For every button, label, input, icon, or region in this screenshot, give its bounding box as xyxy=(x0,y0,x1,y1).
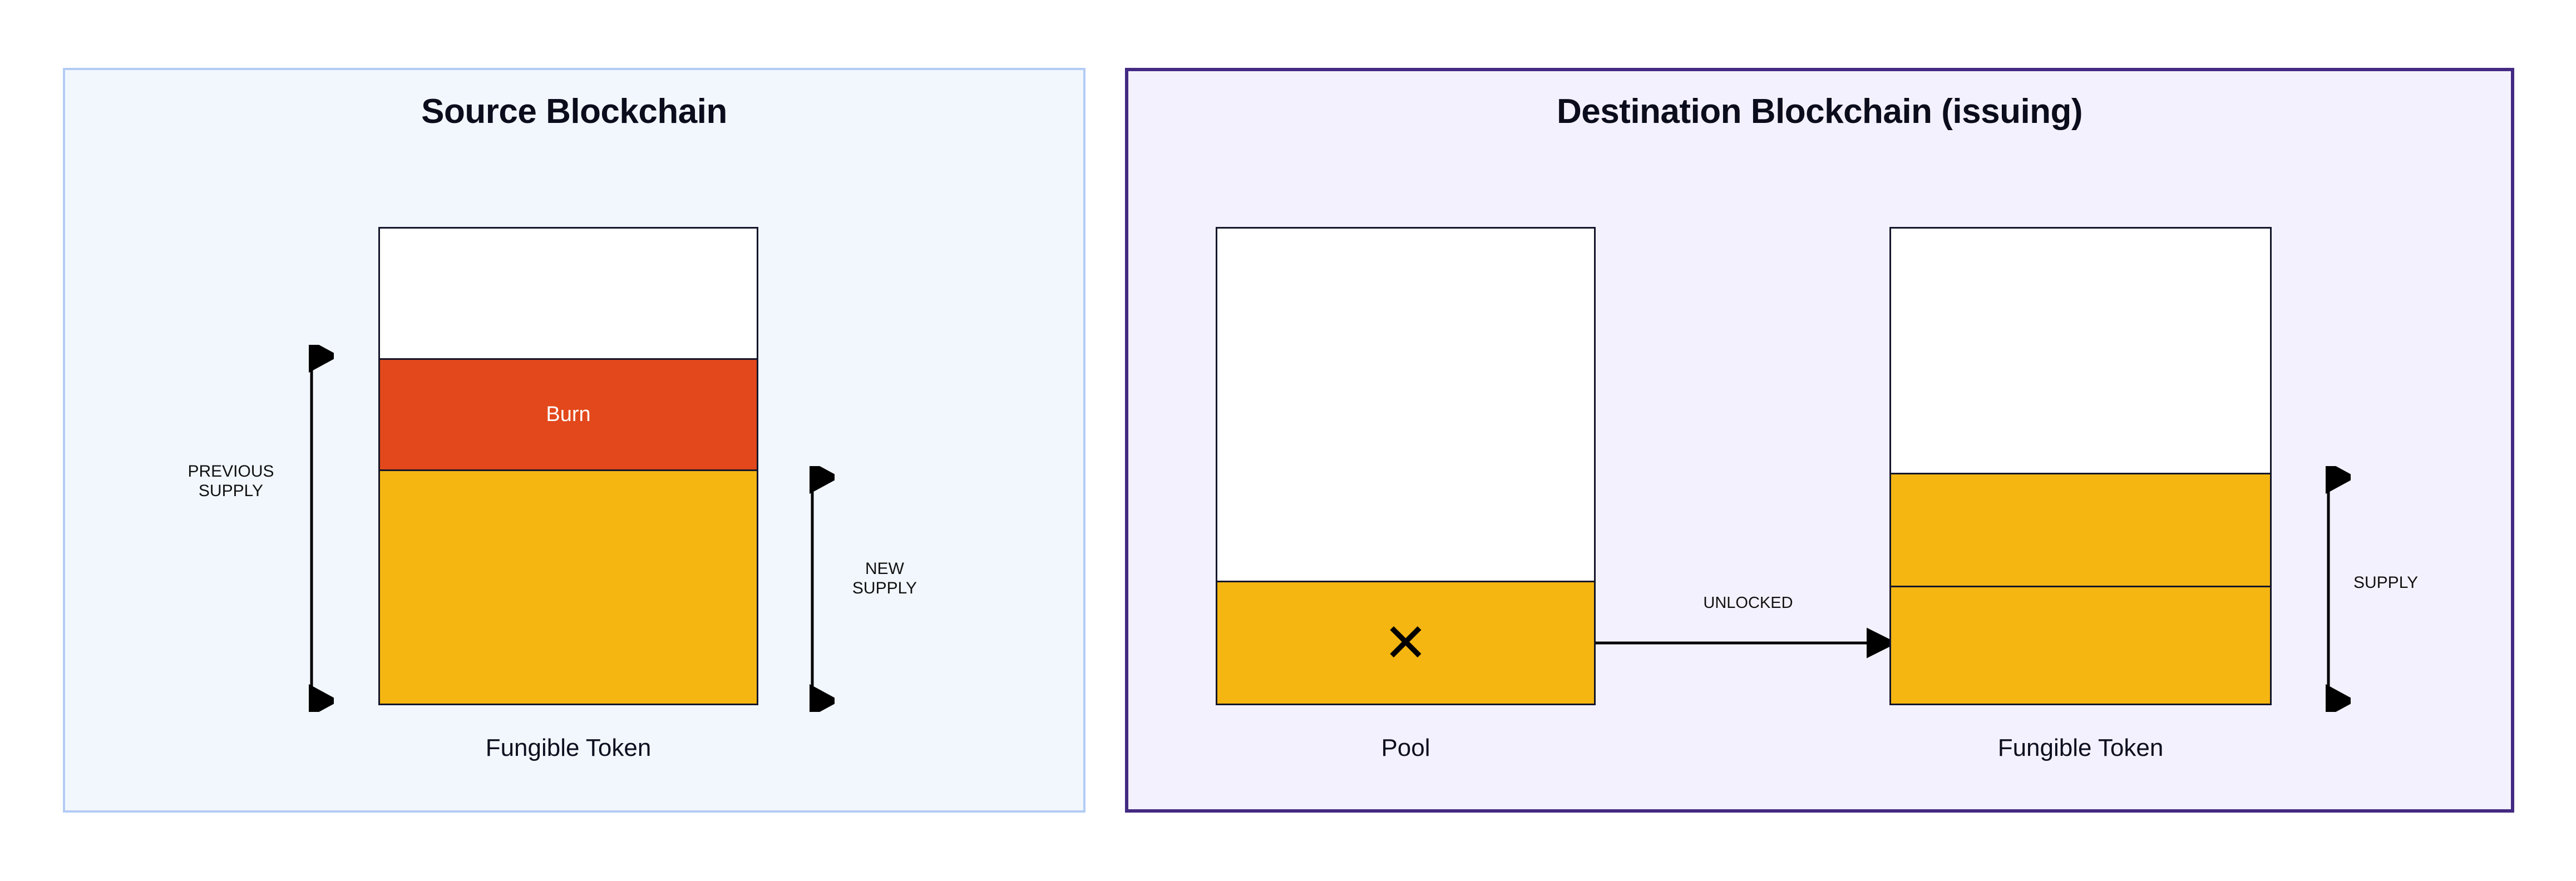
source-fungible-token-bar: Burn xyxy=(378,227,758,705)
supply-measure-arrow xyxy=(2326,466,2351,712)
new-supply-label: NEW SUPPLY xyxy=(852,560,917,598)
x-cross-icon: ✕ xyxy=(1383,611,1428,674)
source-bar-segment-headroom xyxy=(380,229,757,359)
panel-destination-title: Destination Blockchain (issuing) xyxy=(1556,92,2083,131)
supply-label: SUPPLY xyxy=(2353,573,2419,592)
destination-bar-segment-unlocked xyxy=(1891,586,2270,704)
unlocked-flow-label: UNLOCKED xyxy=(1703,594,1793,612)
pool-bar-segment-headroom xyxy=(1217,229,1594,581)
pool-bar: ✕ xyxy=(1216,227,1596,705)
previous-supply-measure-arrow xyxy=(309,345,334,712)
panel-source-title: Source Blockchain xyxy=(421,92,727,131)
source-bar-caption: Fungible Token xyxy=(485,734,652,761)
previous-supply-label: PREVIOUS SUPPLY xyxy=(187,462,274,501)
source-bar-segment-burn: Burn xyxy=(380,358,757,472)
destination-fungible-token-bar xyxy=(1889,227,2272,705)
destination-bar-segment-headroom xyxy=(1891,229,2270,473)
source-bar-segment-remaining xyxy=(380,471,757,704)
new-supply-measure-arrow xyxy=(810,466,835,712)
pool-bar-segment-locked: ✕ xyxy=(1217,580,1594,704)
destination-bar-segment-existing xyxy=(1891,472,2270,586)
pool-bar-caption: Pool xyxy=(1381,734,1430,761)
unlocked-flow-arrow xyxy=(1596,627,1897,659)
destination-bar-caption: Fungible Token xyxy=(1997,734,2164,761)
burn-label: Burn xyxy=(546,403,591,427)
